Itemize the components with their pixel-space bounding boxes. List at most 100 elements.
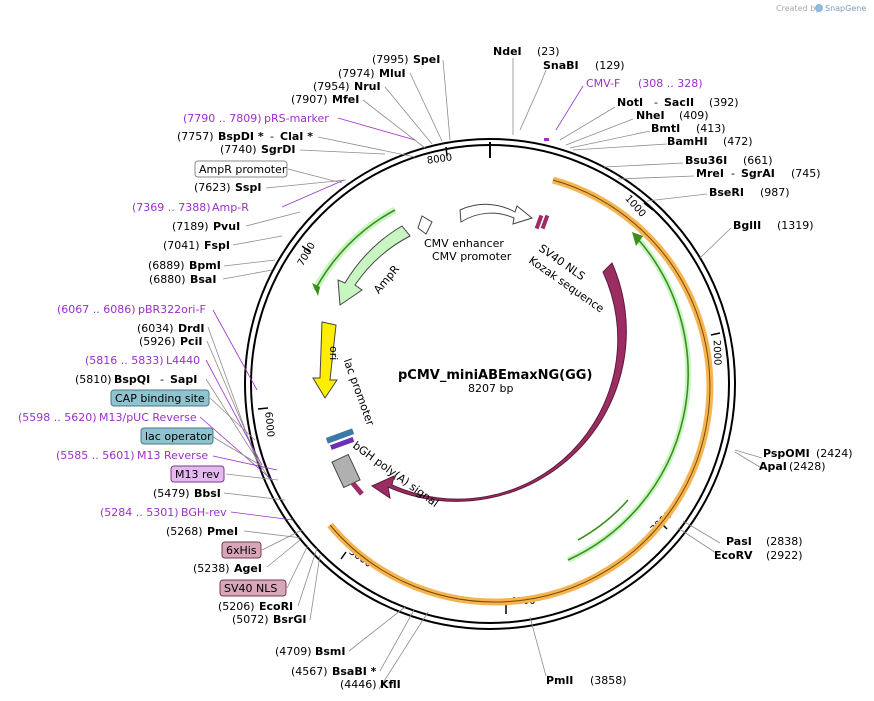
green-feature-left-line: [314, 209, 396, 291]
primer-prs-marker: pRS-marker: [264, 112, 329, 125]
enzyme-snabi-pos: (129): [595, 59, 625, 72]
primer-amp-r: Amp-R: [212, 201, 249, 214]
enzyme-pmli: PmlI: [546, 674, 573, 687]
enzyme-nhei: NheI: [636, 109, 665, 122]
enzyme-bmti: BmtI: [651, 122, 680, 135]
snapgene-logo-icon: [815, 4, 823, 12]
backbone-outer-ring: [244, 138, 736, 630]
enzyme-pcii: PciI: [180, 335, 202, 348]
six-his-box: [221, 541, 262, 559]
enzyme-srei: MreI: [696, 167, 724, 180]
tick-label-2000: 2000: [711, 340, 723, 366]
enzyme-pmli-pos: (3858): [590, 674, 627, 687]
watermark-created-by: Created by: [776, 4, 820, 13]
enzyme-kfli-pos: (4446): [340, 678, 377, 691]
enzyme-sgrdi-pos: (7740): [220, 143, 257, 156]
orange-feature-track-line: [329, 179, 711, 603]
tick-label-6000: 6000: [262, 411, 275, 437]
enzyme-ecori-pos: (5206): [218, 600, 255, 613]
enzyme-bglii: BglII: [733, 219, 761, 232]
primer-bgh-rev-range: (5284 .. 5301): [100, 506, 179, 519]
enzyme-sspi: SspI: [235, 181, 261, 194]
enzyme-pspomi-pos: (2424): [816, 447, 853, 460]
enzyme-agei-pos: (5238): [193, 562, 230, 575]
enzyme-bsai: BsaI: [190, 273, 216, 286]
svg-text:-: -: [731, 167, 735, 180]
kozak-marker: [540, 214, 550, 230]
primer-l4440-range: (5816 .. 5833): [85, 354, 164, 367]
enzyme-nrui-pos: (7954): [313, 80, 350, 93]
primer-leader-lines: [199, 85, 584, 521]
bgh-polya-feature: [331, 453, 361, 489]
enzyme-sspi-pos: (7623): [194, 181, 231, 194]
enzyme-pmei-pos: (5268): [166, 525, 203, 538]
plasmid-length: 8207 bp: [468, 382, 513, 395]
enzyme-ndei: NdeI: [493, 45, 522, 58]
enzyme-nhei-pos: (409): [679, 109, 709, 122]
enzyme-noti: NotI: [617, 96, 643, 109]
enzyme-ecori: EcoRI: [259, 600, 293, 613]
enzyme-agei: AgeI: [234, 562, 262, 575]
svg-text:-: -: [160, 373, 164, 386]
enzyme-pasi: PasI: [726, 535, 752, 548]
enzyme-bamhi: BamHI: [667, 135, 708, 148]
cas9-feature-arrow: [370, 262, 627, 502]
cmv-enhancer-label: CMV enhancer: [424, 237, 504, 250]
enzyme-mlui: MluI: [379, 67, 406, 80]
enzyme-ecorv-pos: (2922): [766, 549, 803, 562]
cas9-label: Cas9: [585, 478, 615, 510]
sv40-nls-box: [219, 579, 287, 597]
lac-operator-box: [140, 427, 214, 445]
cmv-promoter-label: CMV promoter: [432, 250, 512, 263]
boxed-feature-lines: [209, 168, 343, 589]
enzyme-bsrgi-pos: (5072): [232, 613, 269, 626]
m13-rev-box: [170, 465, 225, 483]
lac-operator-label: lac operator: [145, 430, 212, 443]
green-arrowhead-right: [632, 232, 643, 246]
green-arrowhead-left: [312, 283, 320, 296]
sv40-nls-box-label: SV40 NLS: [224, 582, 277, 595]
primer-bgh-rev: BGH-rev: [181, 506, 227, 519]
svg-text:-: -: [654, 96, 658, 109]
enzyme-sgrdi: SgrDI: [261, 143, 295, 156]
enzyme-pcii-pos: (5926): [139, 335, 176, 348]
watermark-brand: SnapGene: [825, 4, 866, 13]
primer-m13-reverse: M13 Reverse: [137, 449, 208, 462]
ampr-feature-arrow: [337, 225, 411, 306]
enzyme-noti-pos: (392): [709, 96, 739, 109]
six-his-label: 6xHis: [226, 544, 257, 557]
enzyme-bglii-pos: (1319): [777, 219, 814, 232]
enzyme-fspi-pos: (7041): [163, 239, 200, 252]
enzyme-clai: ClaI *: [280, 130, 313, 143]
enzyme-mrei-pos: (745): [791, 167, 821, 180]
enzyme-apai-pos: (2428): [789, 460, 826, 473]
enzyme-bspdi: BspDI *: [218, 130, 264, 143]
cmv-enhancer-arrow-small: [417, 215, 433, 235]
primer-cmv-f-range: (308 .. 328): [638, 77, 703, 90]
ori-feature-arrow: [312, 321, 338, 399]
sv40-nls-marker: [534, 214, 544, 230]
enzyme-bsmi: BsmI: [315, 645, 346, 658]
enzyme-pmei: PmeI: [207, 525, 238, 538]
m13-feature: [330, 437, 355, 450]
enzyme-ecorv: EcoRV: [714, 549, 753, 562]
enzyme-bpmi-pos: (6889): [148, 259, 185, 272]
enzyme-spei-pos: (7995): [372, 53, 409, 66]
enzyme-bmti-pos: (413): [696, 122, 726, 135]
enzyme-bspqi: BspQI: [114, 373, 150, 386]
enzyme-bsai-pos: (6880): [149, 273, 186, 286]
m13-rev-label: M13 rev: [175, 468, 220, 481]
enzyme-nrui: NruI: [354, 80, 381, 93]
enzyme-bamhi-pos: (472): [723, 135, 753, 148]
ampr-promoter-label: AmpR promoter: [199, 163, 287, 176]
enzyme-bpmi: BpmI: [189, 259, 221, 272]
enzyme-apai: ApaI: [759, 460, 787, 473]
enzyme-drdi: DrdI: [178, 322, 205, 335]
primer-amp-r-range: (7369 .. 7388): [132, 201, 211, 214]
enzyme-bbsi-pos: (5479): [153, 487, 190, 500]
enzyme-sapi: SapI: [170, 373, 197, 386]
ampr-promoter-box: [194, 160, 288, 178]
green-feature-right-line: [567, 237, 689, 561]
enzyme-mlui-pos: (7974): [338, 67, 375, 80]
